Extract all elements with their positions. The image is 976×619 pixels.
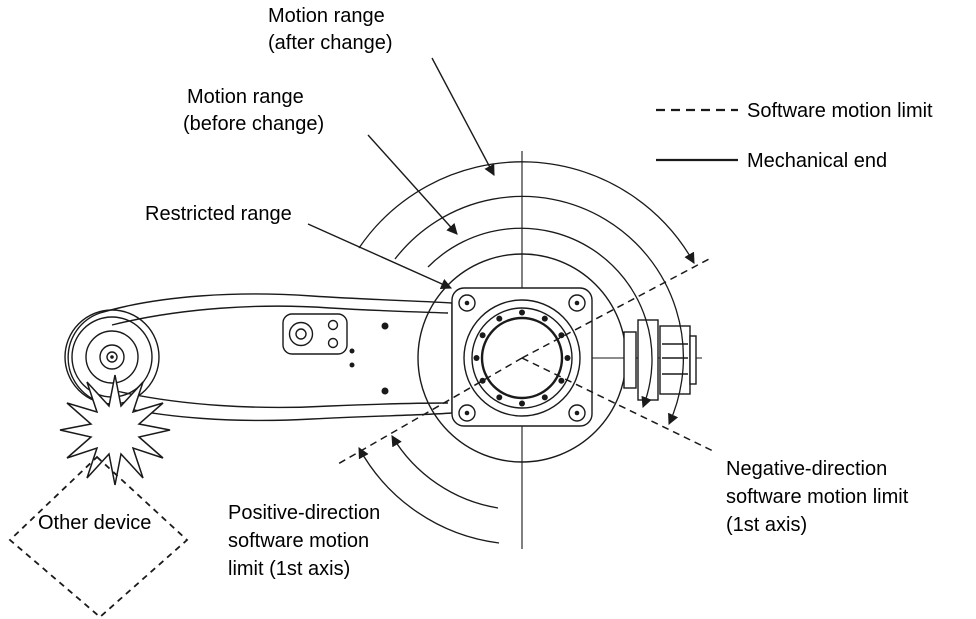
motion-range-arcs bbox=[358, 161, 695, 544]
legend: Software motion limit Mechanical end bbox=[656, 100, 933, 172]
arc-restricted-range bbox=[427, 227, 653, 409]
label-motion-after-line1: Motion range bbox=[268, 5, 385, 27]
label-restricted-range: Restricted range bbox=[145, 203, 292, 225]
label-motion-after-line2: (after change) bbox=[268, 32, 393, 54]
robot-base bbox=[417, 253, 697, 463]
flange-mid-ring bbox=[471, 307, 573, 409]
flange-outer-ring bbox=[463, 299, 581, 417]
legend-mechanical-end-label: Mechanical end bbox=[747, 150, 887, 172]
elbow-joint-ring-4 bbox=[99, 344, 125, 370]
arrow-restricted bbox=[307, 223, 453, 289]
arm-fastener-dot bbox=[349, 362, 355, 368]
arc-motion-range-after-change bbox=[358, 161, 695, 264]
elbow-joint-hub bbox=[106, 351, 118, 363]
arm-fastener-dot bbox=[381, 387, 389, 395]
elbow-joint-center-dot bbox=[110, 355, 114, 359]
arm-inner-top-line bbox=[111, 305, 449, 326]
housing-corner-bolts bbox=[458, 294, 586, 422]
corner-bolt-dot bbox=[464, 300, 470, 306]
label-negative-limit-line1: Negative-direction bbox=[726, 458, 887, 480]
end-effector-plate-3 bbox=[659, 325, 691, 395]
flange-bore bbox=[480, 316, 564, 400]
corner-bolt-dot bbox=[464, 410, 470, 416]
arm-access-plate bbox=[282, 313, 348, 355]
plate-hole-small-top bbox=[327, 319, 339, 331]
corner-bolt bbox=[568, 294, 586, 312]
label-negative-limit-line2: software motion limit bbox=[726, 486, 909, 508]
corner-bolt bbox=[458, 404, 476, 422]
corner-bolt-dot bbox=[574, 410, 580, 416]
label-positive-limit-line1: Positive-direction bbox=[228, 502, 380, 524]
corner-bolt bbox=[568, 404, 586, 422]
end-effector-plate-2 bbox=[637, 319, 659, 401]
plate-hole-small-bottom bbox=[327, 337, 339, 349]
corner-bolt-dot bbox=[574, 300, 580, 306]
collision-burst bbox=[59, 374, 171, 486]
arrow-motion-after bbox=[431, 57, 495, 176]
diagram-labels: Motion range (after change) Motion range… bbox=[38, 5, 909, 580]
arc-motion-range-before-change bbox=[394, 195, 685, 426]
label-other-device: Other device bbox=[38, 512, 151, 534]
end-effector bbox=[623, 319, 697, 401]
arc-lower-left-outer bbox=[358, 447, 500, 544]
robot-arm bbox=[64, 293, 453, 422]
label-negative-limit-line3: (1st axis) bbox=[726, 514, 807, 536]
label-positive-limit-line2: software motion bbox=[228, 530, 369, 552]
other-device-outline bbox=[8, 455, 189, 619]
arrow-motion-before bbox=[367, 134, 458, 235]
arc-lower-left-inner bbox=[391, 435, 499, 509]
plate-hole-large bbox=[288, 321, 314, 347]
arm-fastener-dot bbox=[349, 348, 355, 354]
corner-bolt bbox=[458, 294, 476, 312]
label-motion-before-line2: (before change) bbox=[183, 113, 324, 135]
arm-body-outline bbox=[67, 293, 453, 422]
label-arrows bbox=[307, 57, 495, 289]
elbow-joint-ring-3 bbox=[85, 330, 139, 384]
end-effector-plate-4 bbox=[689, 335, 697, 385]
arm-inner-bottom-line bbox=[111, 389, 449, 409]
arm-fastener-dot bbox=[381, 322, 389, 330]
label-positive-limit-line3: limit (1st axis) bbox=[228, 558, 350, 580]
legend-software-limit-label: Software motion limit bbox=[747, 100, 933, 122]
end-effector-plate-1 bbox=[623, 331, 637, 389]
label-motion-before-line1: Motion range bbox=[187, 86, 304, 108]
plate-hole-large-inner bbox=[295, 328, 307, 340]
flange-bolt-dots bbox=[473, 309, 571, 407]
